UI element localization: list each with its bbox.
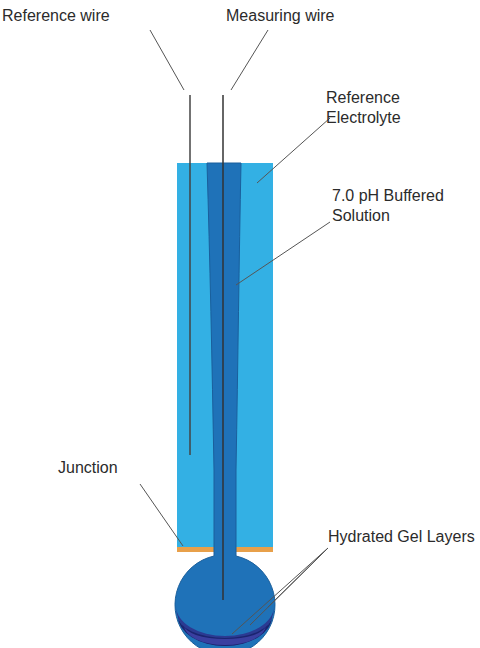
part-label: Reference wire: [2, 6, 142, 26]
leader-line: [150, 30, 184, 90]
gel-layer: [176, 606, 274, 646]
gel-layer: [178, 616, 272, 646]
reference-wire: [189, 95, 191, 455]
part-label: Hydrated Gel Layers: [328, 527, 476, 547]
leader-line: [232, 548, 328, 634]
leader-line: [140, 484, 183, 546]
leader-line: [231, 30, 268, 90]
leader-line: [250, 548, 328, 625]
part-label: 7.0 pH Buffered Solution: [332, 186, 450, 226]
leader-line: [236, 222, 330, 285]
gel-layer: [184, 625, 266, 645]
part-label: Measuring wire: [226, 6, 366, 26]
part-label: Junction: [58, 458, 148, 478]
leader-line: [257, 118, 330, 183]
part-label: Reference Electrolyte: [326, 88, 436, 128]
measuring-wire: [222, 95, 224, 600]
